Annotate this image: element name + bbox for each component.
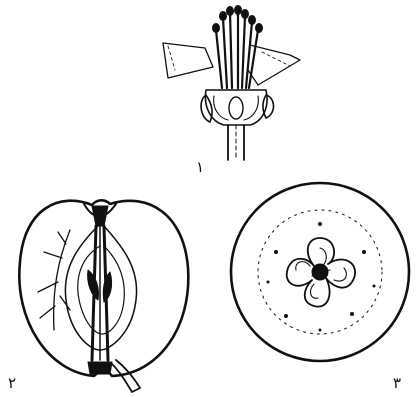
- figure-label-2: ٢: [8, 376, 16, 391]
- apple-cross-drawing: [231, 183, 409, 361]
- apple-longitudinal-drawing: [19, 200, 188, 392]
- figure-label-1: ١: [196, 160, 204, 175]
- figure-label-3: ٣: [393, 376, 401, 391]
- flower-section-drawing: [163, 5, 300, 160]
